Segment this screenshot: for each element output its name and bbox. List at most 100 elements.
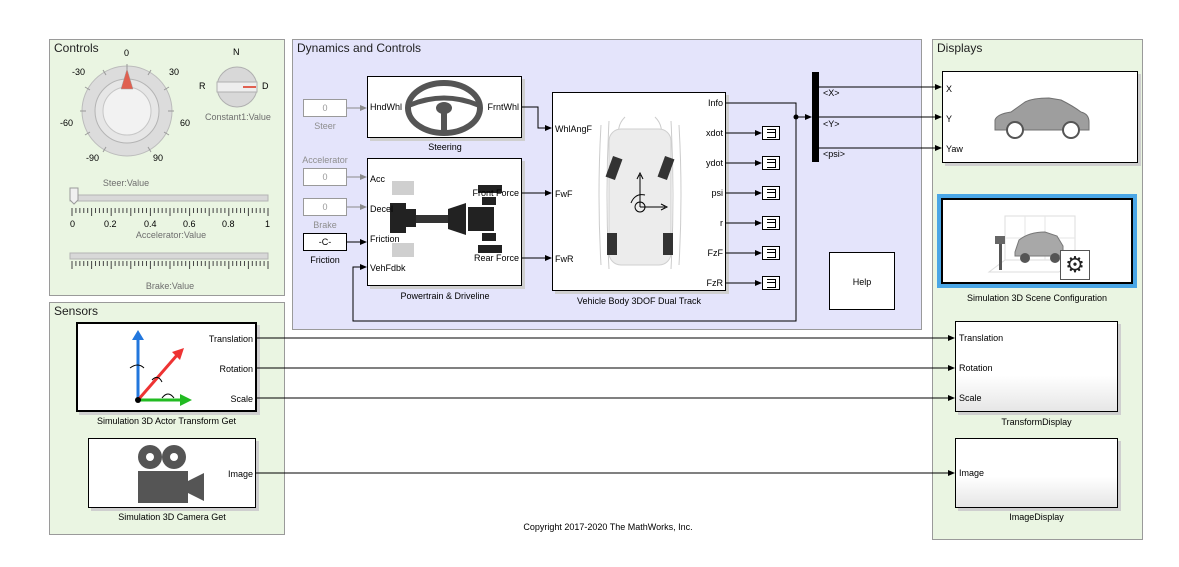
ydot-terminator[interactable] (762, 156, 780, 170)
accelerator-input-label: Accelerator (302, 155, 348, 165)
powertrain-rear-force-port: Rear Force (473, 253, 519, 263)
vehicle-r-port: r (720, 218, 723, 228)
image-display-label: ImageDisplay (1009, 512, 1064, 522)
transform-display-label: TransformDisplay (1001, 417, 1072, 427)
friction-input[interactable]: -C- (303, 233, 347, 251)
camera-get-block[interactable]: Image (88, 438, 256, 508)
steer-input[interactable]: 0 (303, 99, 347, 117)
xdot-terminator[interactable] (762, 126, 780, 140)
vehicle-whlangf-port: WhlAngF (555, 124, 593, 134)
image-display-block[interactable]: Image (955, 438, 1118, 508)
vehicle-display-x-port: X (946, 84, 953, 94)
vehicle-fwf-port: FwF (555, 189, 573, 199)
vehicle-display-y-port: Y (946, 114, 953, 124)
knob-tick-m60: -60 (60, 118, 74, 128)
scene-config-label: Simulation 3D Scene Configuration (966, 293, 1108, 303)
vehicle-xdot-port: xdot (705, 128, 723, 138)
powertrain-decel-port: Decel (370, 204, 394, 214)
steering-out-port: FrntWhl (487, 102, 520, 112)
brake-input[interactable]: 0 (303, 198, 347, 216)
scene-config-block[interactable]: ⚙ (937, 194, 1137, 288)
vehicle-fzf-port: FzF (707, 248, 724, 258)
vehicle-fzr-port: FzR (706, 278, 724, 288)
knob-tick-m30: -30 (72, 67, 86, 77)
selector-r-label: R (199, 81, 206, 91)
brake-slider[interactable] (69, 252, 272, 272)
selector-d-label: D (262, 81, 269, 91)
vehicle-info-port: Info (707, 98, 723, 108)
bus-psi-label: <psi> (823, 149, 846, 159)
knob-tick-m90: -90 (86, 153, 100, 163)
vehicle-top-view-icon (598, 116, 682, 270)
help-button[interactable]: Help (829, 252, 895, 310)
fzf-terminator[interactable] (762, 246, 780, 260)
bus-y-label: <Y> (823, 119, 840, 129)
powertrain-friction-port: Friction (370, 234, 400, 244)
vehicle-ydot-port: ydot (705, 158, 723, 168)
accel-tick-08: 0.8 (222, 219, 235, 229)
powertrain-block-label: Powertrain & Driveline (400, 291, 490, 301)
camera-image-port: Image (227, 469, 253, 479)
accel-tick-02: 0.2 (104, 219, 117, 229)
fzr-terminator[interactable] (762, 276, 780, 290)
transform-display-scale-port: Scale (959, 393, 982, 403)
psi-terminator[interactable] (762, 186, 780, 200)
powertrain-acc-port: Acc (370, 174, 386, 184)
powertrain-front-force-port: Front Force (472, 188, 519, 198)
steering-block-label: Steering (428, 142, 462, 152)
help-button-label: Help (852, 277, 872, 287)
accelerator-input[interactable]: 0 (303, 168, 347, 186)
transform-display-block[interactable]: Translation Rotation Scale (955, 321, 1118, 412)
knob-tick-30: 30 (169, 67, 180, 77)
actor-transform-get-block[interactable]: Translation Rotation Scale (76, 322, 257, 412)
vehicle-display-block[interactable]: X Y Yaw (942, 71, 1138, 163)
r-terminator[interactable] (762, 216, 780, 230)
transform-display-rotation-port: Rotation (959, 363, 993, 373)
steering-block[interactable]: HndWhl FrntWhl (367, 76, 522, 138)
actor-scale-port: Scale (230, 394, 253, 404)
accel-tick-0: 0 (70, 219, 76, 229)
steer-input-label: Steer (314, 121, 336, 131)
axes-icon (129, 330, 192, 406)
actor-rotation-port: Rotation (219, 364, 253, 374)
controls-area-title: Controls (54, 41, 99, 55)
friction-input-label: Friction (310, 255, 340, 265)
knob-tick-90: 90 (153, 153, 164, 163)
steering-in-port: HndWhl (370, 102, 403, 112)
actor-transform-get-label: Simulation 3D Actor Transform Get (96, 416, 237, 426)
powertrain-block[interactable]: Acc Decel Friction VehFdbk Front Force R… (367, 158, 522, 286)
camera-get-label: Simulation 3D Camera Get (118, 512, 226, 522)
camera-icon (138, 445, 204, 503)
image-display-image-port: Image (959, 468, 985, 478)
gear-selector[interactable] (210, 56, 270, 116)
brake-slider-label: Brake:Value (145, 281, 195, 291)
vehicle-fwr-port: FwR (555, 254, 574, 264)
sensors-area-title: Sensors (54, 304, 99, 318)
scene-3d-icon (987, 215, 1076, 273)
brake-input-label: Brake (313, 220, 337, 230)
powertrain-vehfdbk-port: VehFdbk (370, 263, 406, 273)
accel-tick-1: 1 (265, 219, 271, 229)
dynamics-area-title: Dynamics and Controls (297, 41, 422, 55)
vehicle-body-block[interactable]: WhlAngF FwF FwR Info xdot ydot psi r FzF… (552, 92, 726, 291)
vehicle-psi-port: psi (711, 188, 723, 198)
steering-wheel-icon (405, 80, 483, 136)
car-icon (994, 97, 1090, 139)
steer-knob[interactable] (70, 55, 190, 170)
accelerator-slider-label: Accelerator:Value (135, 230, 207, 240)
accelerator-slider[interactable] (69, 187, 272, 220)
copyright-text: Copyright 2017-2020 The MathWorks, Inc. (523, 522, 693, 532)
gear-icon: ⚙ (1060, 250, 1090, 280)
actor-translation-port: Translation (208, 334, 253, 344)
displays-area-title: Displays (937, 41, 983, 55)
accel-tick-04: 0.4 (144, 219, 157, 229)
vehicle-display-yaw-port: Yaw (946, 144, 963, 154)
accel-tick-06: 0.6 (183, 219, 196, 229)
vehicle-body-block-label: Vehicle Body 3DOF Dual Track (576, 296, 702, 306)
knob-tick-60: 60 (180, 118, 191, 128)
bus-selector[interactable] (812, 72, 819, 162)
selector-label: Constant1:Value (205, 112, 271, 122)
bus-x-label: <X> (823, 88, 840, 98)
knob-tick-0: 0 (124, 48, 130, 58)
selector-n-label: N (233, 47, 240, 57)
